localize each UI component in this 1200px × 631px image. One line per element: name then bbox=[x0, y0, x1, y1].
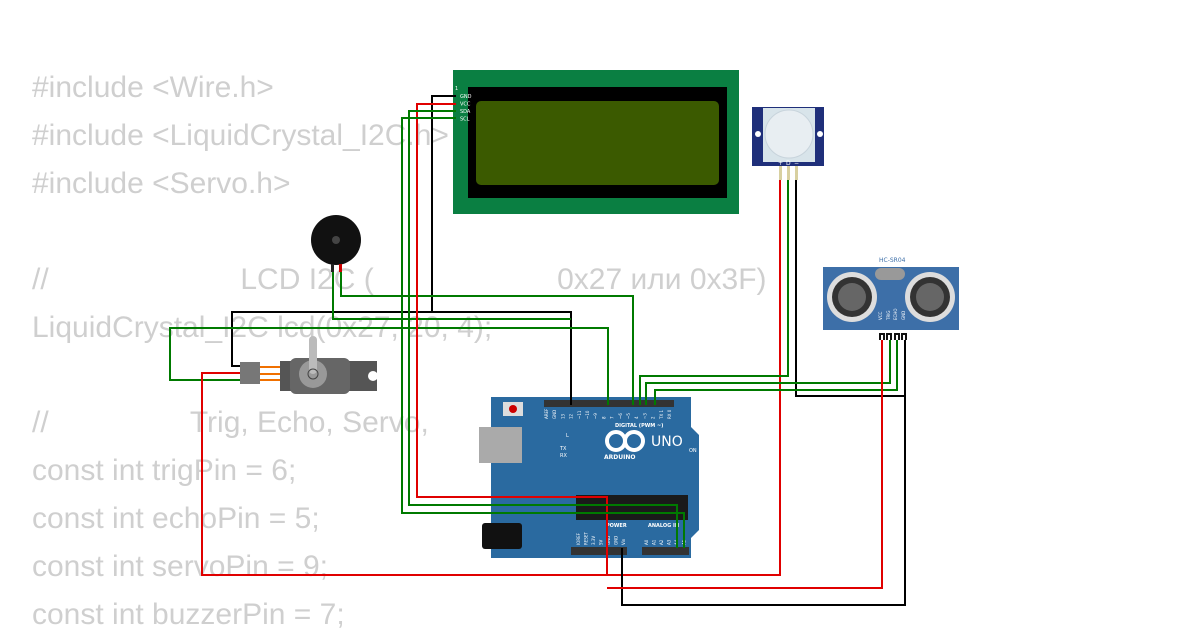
ultrasonic-label: HC-SR04 bbox=[879, 257, 906, 264]
ultrasonic-sensor[interactable]: HC-SR04 VCC TRIG ECHO GND bbox=[823, 257, 959, 340]
wire-us-trig bbox=[645, 340, 891, 405]
lcd-pin-gnd: GND bbox=[460, 94, 472, 100]
lcd-pin1-marker: 1 bbox=[455, 86, 458, 92]
code-line: const int echoPin = 5; bbox=[32, 502, 320, 536]
pin-label: 8 bbox=[601, 416, 606, 419]
lcd-pin-vcc: VCC bbox=[460, 102, 471, 108]
led-l: L bbox=[566, 433, 569, 439]
wire-buzzer-gnd bbox=[332, 272, 571, 320]
pir-pin-minus: − bbox=[794, 160, 799, 167]
wire-pir-signal bbox=[639, 180, 789, 405]
pin-label: GND bbox=[614, 536, 619, 545]
wire-lcd-sda bbox=[408, 110, 678, 548]
pin-label: ~9 bbox=[593, 413, 598, 419]
pin-label: 5V bbox=[599, 539, 604, 545]
arduino-uno[interactable]: ARDUINO UNO DIGITAL (PWM ~) L TX RX ON P… bbox=[479, 397, 699, 558]
pin-label: A1 bbox=[652, 539, 657, 545]
wire-us-vcc bbox=[607, 340, 883, 589]
code-line: #include <Servo.h> bbox=[32, 166, 291, 200]
pin-label: A3 bbox=[667, 539, 672, 545]
pin-label: A0 bbox=[644, 539, 649, 545]
wire-lcd-vcc bbox=[416, 103, 608, 575]
us-pin-trig: TRIG bbox=[886, 310, 891, 321]
code-line: const int buzzerPin = 7; bbox=[32, 597, 345, 631]
wire-servo-signal bbox=[169, 327, 609, 405]
pin-label: GND bbox=[552, 410, 557, 419]
power-label: POWER bbox=[606, 523, 627, 529]
arduino-model: UNO bbox=[651, 434, 683, 450]
lcd-pin-scl: SCL bbox=[460, 117, 470, 123]
arduino-brand: ARDUINO bbox=[604, 454, 635, 461]
pin-label: 12 bbox=[569, 413, 574, 419]
pin-label: 4 bbox=[634, 416, 639, 419]
code-line: const int trigPin = 6; bbox=[32, 454, 297, 488]
pir-sensor[interactable]: + D − bbox=[752, 107, 824, 180]
wires bbox=[169, 95, 906, 606]
pin-label: 2 bbox=[651, 416, 656, 419]
servo-motor[interactable] bbox=[240, 336, 378, 394]
code-line: // Trig, Echo, Servo, bbox=[32, 406, 429, 440]
wire-buzzer-signal bbox=[340, 272, 634, 405]
us-pin-gnd: GND bbox=[901, 311, 906, 320]
pin-label: GND bbox=[606, 536, 611, 545]
pir-pin-d: D bbox=[786, 160, 791, 167]
pin-label: ~3 bbox=[642, 413, 647, 419]
pin-label: A2 bbox=[659, 539, 664, 545]
code-overlay: #include <Wire.h> #include <LiquidCrysta… bbox=[32, 0, 1132, 630]
code-line: #include <Wire.h> bbox=[32, 71, 274, 104]
pin-label: 13 bbox=[560, 413, 565, 419]
pin-label: IOREF bbox=[576, 532, 581, 545]
us-pin-echo: ECHO bbox=[893, 309, 898, 320]
pin-label: AREF bbox=[544, 408, 549, 419]
lcd-display[interactable]: 1 GND VCC SDA SCL bbox=[453, 70, 739, 214]
pir-pin-plus: + bbox=[778, 160, 783, 167]
pin-label: Vin bbox=[621, 538, 626, 545]
pin-label: RESET bbox=[584, 532, 589, 545]
code-line: #include <LiquidCrystal_I2C.h> bbox=[32, 118, 449, 152]
lcd-pin-sda: SDA bbox=[460, 109, 471, 115]
pin-label: ~6 bbox=[618, 413, 623, 419]
wire-pir-gnd bbox=[795, 180, 905, 397]
digital-label: DIGITAL (PWM ~) bbox=[615, 423, 663, 429]
led-tx: TX bbox=[559, 446, 567, 452]
pin-label: 3.3V bbox=[591, 536, 596, 545]
pin-label: RX 0 bbox=[667, 409, 672, 419]
wire-us-gnd bbox=[621, 340, 906, 606]
pin-label: ~5 bbox=[626, 413, 631, 419]
pin-label: 7 bbox=[610, 416, 615, 419]
buzzer[interactable] bbox=[311, 215, 361, 272]
wire-lcd-scl bbox=[401, 117, 685, 548]
pin-label: ~11 bbox=[577, 410, 582, 419]
wire-servo-vcc bbox=[201, 180, 781, 576]
analog-label: ANALOG IN bbox=[648, 523, 679, 529]
wire-us-echo bbox=[654, 340, 898, 405]
pin-label: TX 1 bbox=[659, 410, 664, 420]
pin-label: ~10 bbox=[585, 410, 590, 419]
us-pin-vcc: VCC bbox=[878, 311, 883, 320]
led-rx: RX bbox=[560, 453, 567, 459]
on-label: ON bbox=[689, 448, 697, 454]
